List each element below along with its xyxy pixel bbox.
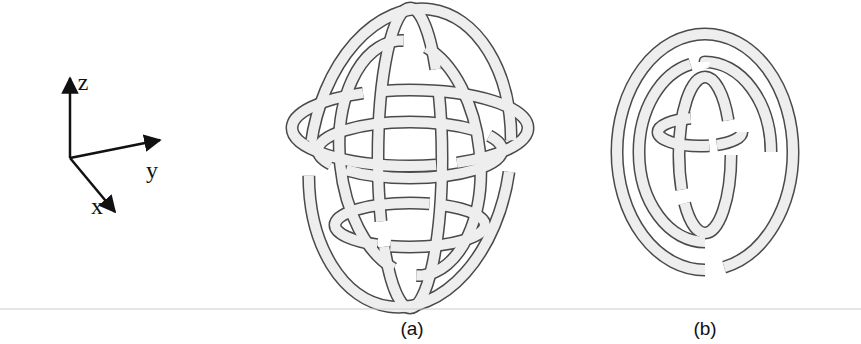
panel-label: (a)	[400, 319, 423, 338]
axis-triad	[70, 78, 160, 212]
axis-label: y	[146, 158, 158, 182]
z-axis	[69, 78, 72, 158]
separator-rule	[0, 309, 861, 310]
y-axis	[70, 140, 160, 158]
axis-label: x	[91, 194, 103, 218]
split-ring-pair-b	[617, 34, 793, 270]
panel-label: (b)	[693, 319, 716, 338]
axis-label: z	[78, 70, 89, 94]
split-ring-cluster-a	[290, 0, 530, 320]
